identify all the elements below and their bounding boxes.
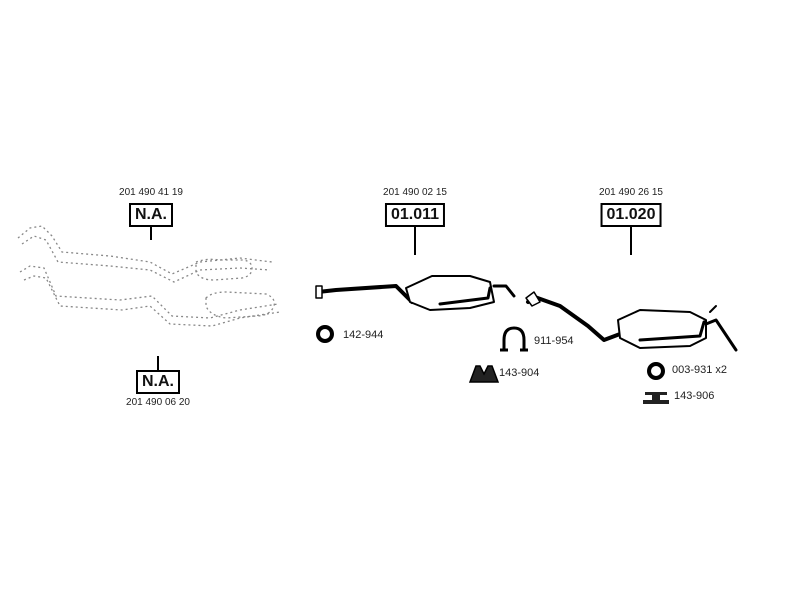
leader-line-front-pipe [150, 226, 152, 240]
leader-line-rear-silencer [630, 227, 632, 255]
part-code-middle-silencer: 01.011 [384, 203, 446, 227]
fitting-code-143-906: 143-906 [674, 390, 715, 402]
leader-line-lower [157, 356, 159, 370]
leader-line-middle-silencer [414, 227, 416, 255]
rubber-hanger-icon [468, 365, 500, 383]
rubber-mount-icon [643, 392, 669, 404]
fitting-code-003-931: 003-931 x2 [672, 364, 728, 376]
ring-gasket-icon [316, 325, 334, 343]
middle-silencer-drawing [315, 275, 516, 311]
oe-number-lower: 201 490 06 20 [126, 397, 190, 408]
part-code-front-pipe: N.A. [129, 203, 173, 227]
oe-number-middle-silencer: 201 490 02 15 [383, 187, 447, 198]
rear-silencer-drawing [525, 291, 738, 352]
clamp-icon [500, 326, 528, 352]
ring-gasket-icon [647, 362, 665, 380]
oe-number-front-pipe: 201 490 41 19 [119, 187, 183, 198]
fitting-code-142-944: 142-944 [343, 329, 384, 341]
oe-number-rear-silencer: 201 490 26 15 [599, 187, 663, 198]
part-code-lower: N.A. [136, 370, 180, 394]
fitting-code-143-904: 143-904 [499, 367, 540, 379]
fitting-code-911-954: 911-954 [534, 335, 574, 347]
part-code-rear-silencer: 01.020 [600, 203, 662, 227]
front-pipe-dotted-drawing [17, 225, 281, 327]
